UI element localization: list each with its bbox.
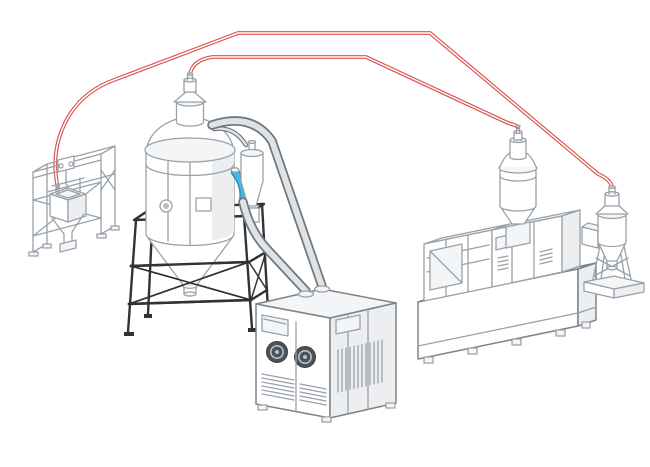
window-diagonal [429, 250, 463, 284]
vessel-seams [167, 152, 191, 246]
stand-x-braces-side [248, 251, 268, 301]
tube-core [54, 32, 613, 189]
stand-legs [591, 242, 633, 285]
supply-air-pipe-fill [209, 118, 325, 289]
filter-ring [297, 349, 312, 364]
inlet-mouth [608, 185, 616, 189]
clamping-unit [423, 223, 511, 302]
bin-opening [55, 189, 81, 199]
display-line [263, 318, 287, 325]
machine-foot [581, 321, 591, 329]
receiver-body [597, 213, 627, 248]
cyclone-stub-mouth [247, 139, 257, 145]
injection-molding-machine [417, 209, 597, 364]
vent-grille [497, 248, 553, 271]
loader-inlet-mouth [186, 72, 194, 76]
stand-legs [126, 202, 270, 334]
cabinet-foot [385, 402, 396, 409]
stand-braces-foreground [127, 260, 253, 306]
machine-foot [467, 347, 478, 355]
loader-cap-top [183, 77, 197, 83]
side-top-panel [335, 314, 361, 335]
bed-end-face [577, 262, 597, 327]
return-air-pipe-fill [240, 199, 309, 294]
process-air-pipes [207, 116, 331, 298]
loader-lid [173, 91, 207, 103]
hopper-band [499, 175, 537, 182]
front-louver-grille [261, 373, 327, 406]
hose-fitting [230, 167, 240, 173]
frame-foot [96, 233, 107, 239]
cyclone-body [240, 152, 264, 186]
receiver-outlet-mouth [606, 265, 618, 271]
cyclone-lid [240, 148, 264, 158]
discharge-bin [49, 187, 87, 253]
cabinet-foot [257, 404, 268, 411]
vessel-shading [212, 152, 234, 240]
frame-foot [28, 251, 39, 257]
filter-gauges [266, 341, 316, 368]
hopper-body [499, 167, 537, 212]
top-flange-ring [144, 137, 236, 163]
hopper-vessel [144, 115, 236, 297]
stand-foot [124, 332, 134, 336]
top-fitting-cap [604, 191, 620, 197]
drying-hopper-assembly [124, 72, 272, 336]
mini-loader-cap-top [513, 129, 523, 135]
side-x-braces [100, 169, 116, 191]
frame-foot [42, 243, 52, 249]
machine-hopper [498, 124, 538, 225]
outlet-end [183, 291, 197, 297]
injection-unit [491, 209, 581, 288]
cyclone-inlet-pipe-fill [212, 127, 248, 147]
bin-right-face [67, 193, 87, 223]
machine-foot [511, 338, 522, 346]
dehumidifying-dryer [255, 288, 397, 423]
base-front-right [613, 282, 645, 299]
loader-body [175, 101, 205, 127]
pipe-flange [313, 285, 331, 293]
filter-ring [269, 344, 284, 359]
hopper-loader [173, 72, 207, 127]
hopper-pedestal [505, 221, 531, 249]
trolley-wheel [58, 163, 64, 169]
conveying-line-bag-to-receiver [53, 31, 614, 190]
inspection-plate [195, 197, 212, 212]
injection-end-face [561, 209, 581, 273]
side-module-front [581, 226, 599, 249]
frame-foot [110, 225, 120, 231]
bin-outlet-flange [59, 239, 77, 253]
pipe-flange [297, 290, 315, 298]
inlet-mouth [515, 124, 521, 128]
stand-foot [144, 314, 152, 318]
filter-hub [303, 355, 307, 359]
outlet-flange [182, 282, 198, 290]
machine-foot [423, 356, 434, 364]
vacuum-receiver-station [581, 185, 645, 299]
weld-ring [145, 163, 235, 177]
cabinet-foot [321, 416, 332, 423]
stand-foot [248, 328, 258, 332]
side-vent-slots [337, 339, 383, 393]
sight-glass-lens [163, 203, 169, 209]
filter-hub [275, 350, 279, 354]
stand-rails-front [127, 260, 253, 306]
kick-plate-seam [417, 306, 597, 347]
frame-connectors [32, 145, 116, 253]
spreader-bar [51, 177, 85, 193]
stand-x-braces-front [128, 261, 252, 305]
machine-foot [555, 329, 566, 337]
bin-cone [51, 213, 85, 245]
big-bag-unloader [28, 145, 120, 257]
mini-loader-body [509, 139, 527, 161]
trolley-wheel [68, 161, 74, 167]
